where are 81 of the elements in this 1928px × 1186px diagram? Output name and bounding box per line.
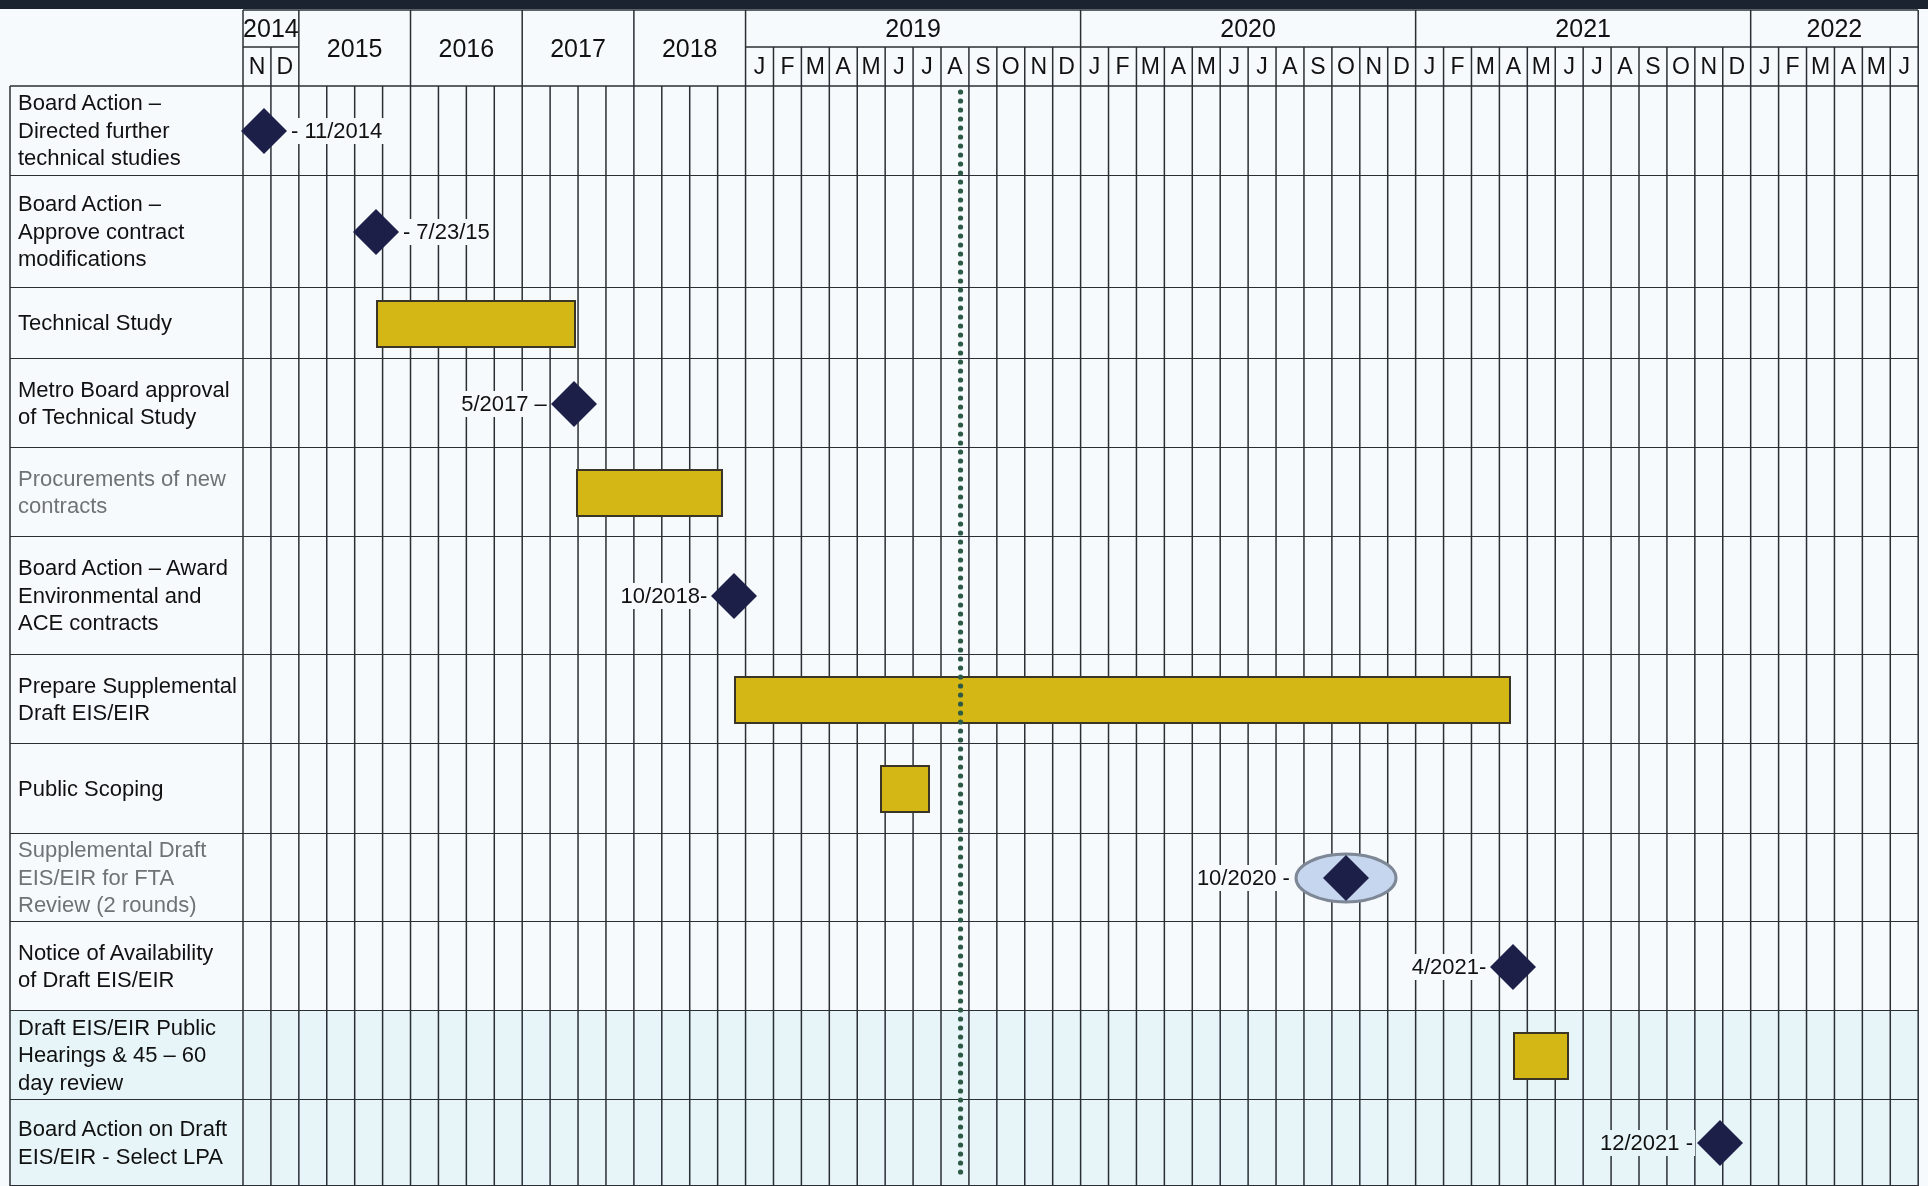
month-header: M (1530, 52, 1552, 81)
month-header: F (1114, 52, 1131, 81)
task-label: Prepare Supplemental Draft EIS/EIR (18, 671, 237, 727)
year-header: 2014 (243, 13, 299, 44)
month-header: J (1087, 52, 1102, 81)
month-header: J (1590, 52, 1604, 81)
month-header: A (1281, 52, 1299, 81)
month-header: J (752, 52, 767, 81)
month-header: F (1449, 52, 1466, 81)
month-header: J (1255, 52, 1269, 81)
month-header: N (247, 52, 267, 81)
year-header: 2021 (1554, 13, 1612, 44)
task-label: Notice of Availability of Draft EIS/EIR (18, 938, 215, 994)
task-row (10, 1011, 1918, 1100)
date-label: 4/2021- (1409, 953, 1489, 980)
month-header: N (1699, 52, 1719, 81)
month-header: J (920, 52, 934, 81)
month-header: O (1670, 52, 1691, 81)
month-header: D (1057, 52, 1076, 81)
milestone-diamond (352, 209, 399, 255)
month-header: M (1139, 52, 1161, 81)
task-bar (1513, 1031, 1570, 1080)
month-header: N (1029, 52, 1048, 81)
task-label: Board Action – Approve contract modifications (18, 190, 186, 274)
month-header: J (1757, 52, 1772, 81)
month-header: J (892, 52, 906, 81)
month-header: M (1474, 52, 1496, 81)
task-bar (879, 765, 930, 813)
month-header: D (1392, 52, 1411, 81)
task-label: Public Scoping (18, 774, 165, 803)
month-header: M (1809, 52, 1832, 81)
month-header: D (1727, 52, 1746, 81)
year-header: 2017 (549, 32, 607, 64)
month-header: F (779, 52, 796, 81)
task-bar (576, 468, 724, 517)
task-label: Supplemental Draft EIS/EIR for FTA Review (2 rounds) (18, 836, 208, 920)
task-label: Board Action – Directed further technical studies (18, 89, 182, 173)
month-header: M (1195, 52, 1217, 81)
month-header: M (860, 52, 882, 81)
milestone-diamond (1696, 1120, 1743, 1166)
task-bar (734, 675, 1511, 724)
month-header: A (1169, 52, 1187, 81)
month-header: N (1364, 52, 1384, 81)
year-header: 2016 (437, 32, 496, 64)
month-header: J (1897, 52, 1911, 81)
milestone-diamond (1490, 943, 1537, 990)
date-label: 5/2017 – (459, 390, 549, 417)
milestone-diamond (550, 380, 597, 427)
month-header: J (1562, 52, 1576, 81)
month-header: M (804, 52, 826, 81)
date-label: 12/2021 - (1598, 1130, 1695, 1156)
year-header: 2022 (1805, 13, 1864, 44)
task-row (10, 1100, 1918, 1186)
month-header: A (1504, 52, 1522, 81)
month-header: A (1839, 52, 1858, 81)
month-header: O (1000, 52, 1021, 81)
task-bar (375, 299, 577, 348)
year-header: 2018 (660, 32, 719, 64)
year-header: 2019 (884, 13, 942, 44)
month-header: M (1865, 52, 1887, 81)
year-header: 2015 (325, 32, 384, 64)
month-header: J (1227, 52, 1241, 81)
month-header: J (1422, 52, 1437, 81)
month-header: S (1644, 52, 1662, 81)
month-header: A (834, 52, 852, 81)
task-label: Draft EIS/EIR Public Hearings & 45 – 60 day review (18, 1013, 218, 1097)
milestone-diamond (711, 573, 758, 619)
month-header: S (974, 52, 992, 81)
month-header: D (275, 52, 295, 81)
month-header: S (1309, 52, 1327, 81)
year-header: 2020 (1219, 13, 1277, 44)
month-header: A (946, 52, 964, 81)
task-label: Metro Board approval of Technical Study (18, 375, 231, 431)
month-header: F (1784, 52, 1801, 81)
task-label: Procurements of new contracts (18, 464, 227, 520)
milestone-diamond (240, 108, 287, 154)
task-label: Board Action – Award Environmental and ACE contracts (18, 554, 229, 638)
task-label: Technical Study (18, 309, 174, 338)
month-header: A (1616, 52, 1634, 81)
task-label: Board Action on Draft EIS/EIR - Select LPA (18, 1115, 229, 1171)
month-header: O (1335, 52, 1356, 81)
